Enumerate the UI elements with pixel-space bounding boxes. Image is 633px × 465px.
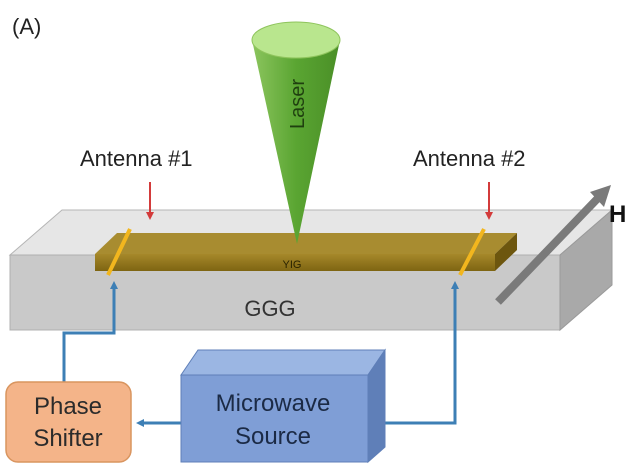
antenna-2 [458,228,486,276]
microwave-source-box [180,348,386,464]
source-label-line2: Source [235,423,311,450]
antenna-2-label: Antenna #2 [413,146,526,171]
source-label-line1: Microwave [216,390,331,417]
shifter-label-line1: Phase [34,393,102,420]
field-label: H [609,201,626,228]
yig-label: YIG [283,259,302,271]
panel-label: (A) [12,14,41,39]
laser-beam [251,21,341,244]
phase-shifter-box [5,381,132,463]
laser-label: Laser [287,79,309,129]
antenna-1 [106,228,132,276]
signal-path-antenna-2 [358,281,459,425]
shifter-label-line2: Shifter [33,425,102,452]
yig-film [95,233,517,271]
antenna-1-label: Antenna #1 [80,146,193,171]
ggg-label: GGG [244,296,295,321]
signal-path-antenna-1 [62,281,118,382]
field-arrow [495,185,611,305]
